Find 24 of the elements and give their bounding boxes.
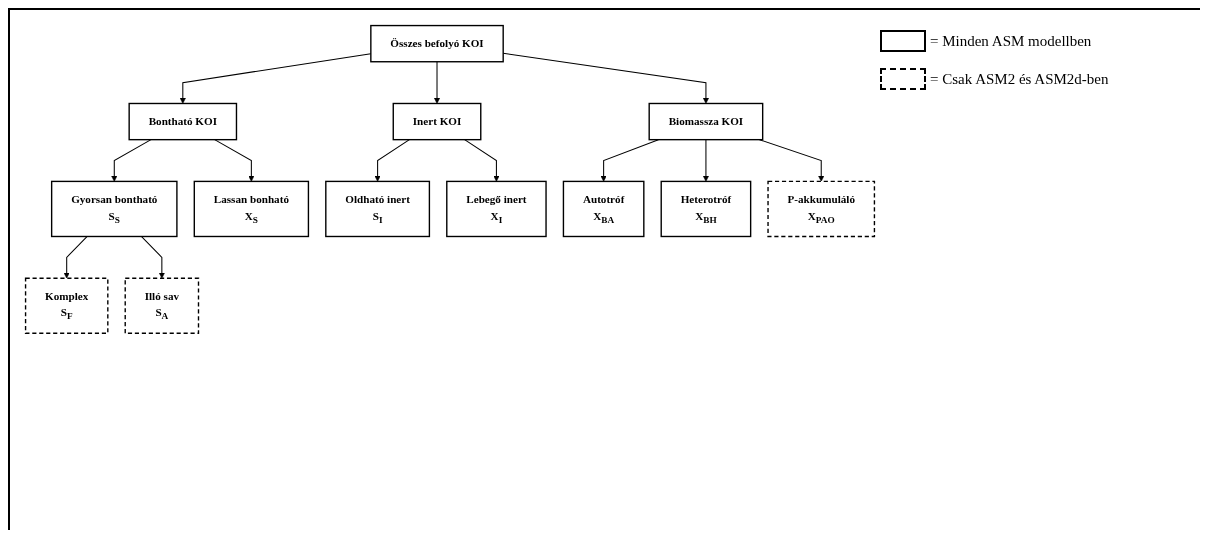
node-box: Autotróf X$_{BA}$	[562, 180, 645, 238]
node-box: Lassan bonható X$_{S}$	[193, 180, 310, 238]
node-box: Lebegő inert X$_{I}$	[446, 180, 547, 238]
node-box: Bontható KOI	[128, 102, 238, 141]
arrow	[600, 139, 659, 182]
node-box: Heterotróf X$_{BH}$	[660, 180, 752, 238]
legend-text: = Minden ASM modellben	[930, 32, 1092, 50]
arrow	[464, 139, 500, 182]
arrow	[433, 61, 441, 104]
node-box: Inert KOI	[392, 102, 482, 141]
node-box: P-akkumuláló X$_{PAO}$	[767, 180, 876, 238]
arrow	[214, 139, 255, 182]
arrow	[140, 235, 165, 279]
arrow	[702, 139, 709, 182]
node-box: Összes befolyó KOI	[370, 24, 504, 63]
node-box: Komplex S$_{F}$	[24, 277, 109, 334]
node-box: Illó sav S$_{A}$	[124, 277, 200, 334]
node-box: Biomassza KOI	[648, 102, 764, 141]
node-box: Gyorsan bontható S$_{S}$	[50, 180, 178, 238]
node-box: Oldható inert S$_{I}$	[325, 180, 431, 238]
arrow	[374, 139, 410, 182]
arrow	[63, 235, 88, 279]
legend-text: = Csak ASM2 és ASM2d-ben	[930, 70, 1109, 88]
arrow	[111, 139, 152, 182]
